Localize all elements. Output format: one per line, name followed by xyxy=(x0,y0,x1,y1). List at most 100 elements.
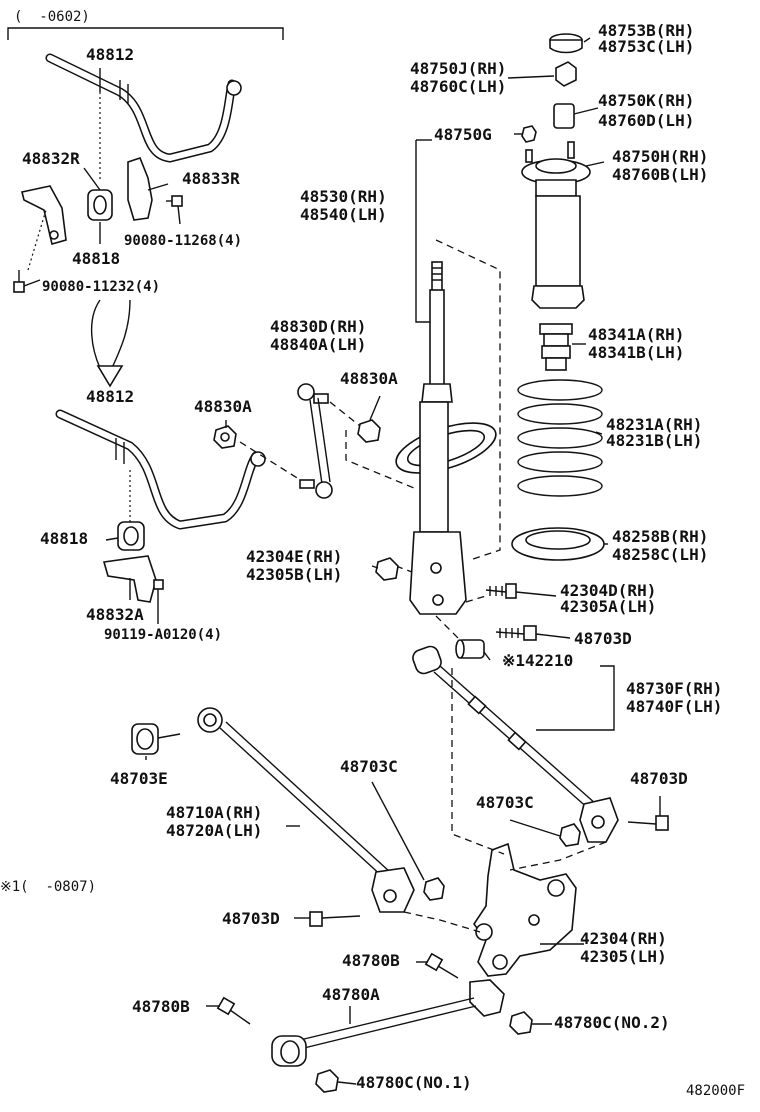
leader-48703C-mid xyxy=(371,781,425,881)
label-90119-A0120: 90119-A0120(4) xyxy=(104,627,223,643)
bracket-48833R xyxy=(127,157,153,221)
label-48703D-bottom: 48703D xyxy=(222,909,280,928)
label-142210: ※142210 xyxy=(502,651,574,670)
label-42304E: 42304E(RH) xyxy=(246,547,343,566)
label-48780C-no1: 48780C(NO.1) xyxy=(356,1073,472,1092)
bolt-48780B-left xyxy=(216,996,251,1025)
arm-48710A xyxy=(197,707,415,913)
label-leaders xyxy=(23,37,661,1085)
label-48530: 48530(RH) xyxy=(300,187,387,206)
assembly-line-toe-arm xyxy=(509,841,607,871)
bolt-48780B-mid xyxy=(424,952,459,979)
bump-stopper-48341A xyxy=(539,323,573,371)
label-48830A-left: 48830A xyxy=(194,397,252,416)
label-48703E: 48703E xyxy=(110,769,168,788)
label-48780B-mid: 48780B xyxy=(342,951,400,970)
label-48710A: 48710A(RH) xyxy=(166,803,263,822)
stabilizer-bar-lower xyxy=(55,409,266,530)
label-48703C-right: 48703C xyxy=(476,793,534,812)
leader-48530 xyxy=(415,140,430,323)
nut-48780C-no2 xyxy=(509,1011,533,1035)
bushing-48818-upper xyxy=(87,189,113,221)
figure-code: 482000F xyxy=(686,1083,746,1099)
label-48231A: 48231A(RH) xyxy=(606,415,703,434)
bolt-48703E xyxy=(131,723,181,755)
label-48830D: 48830D(RH) xyxy=(270,317,367,336)
label-48703D-right: 48703D xyxy=(630,769,688,788)
leader-bushing xyxy=(435,615,461,641)
label-48750J: 48750J(RH) xyxy=(410,59,507,78)
label-42304: 42304(RH) xyxy=(580,929,667,948)
label-48258B: 48258B(RH) xyxy=(612,527,709,546)
knuckle-42304 xyxy=(473,842,577,977)
assembly-line-right xyxy=(435,239,501,561)
label-48760C: 48760C(LH) xyxy=(410,77,507,96)
bolt-90080-11268 xyxy=(166,195,183,207)
leader-48730F xyxy=(536,665,615,731)
nut-48780C-no1 xyxy=(315,1069,339,1093)
shock-absorber-strut xyxy=(395,261,497,615)
label-48812-bottom: 48812 xyxy=(86,387,135,406)
bolt-48703D-top xyxy=(495,625,537,641)
label-48818-bottom: 48818 xyxy=(40,529,89,548)
label-42305A: 42305A(LH) xyxy=(560,597,657,616)
bushing-48818-lower xyxy=(117,521,145,551)
nut-48703C-mid xyxy=(423,877,445,901)
leader-link-lower xyxy=(239,441,311,487)
label-48840A: 48840A(LH) xyxy=(270,335,367,354)
assembly-line-link xyxy=(345,430,415,489)
cushion-48750K xyxy=(553,103,575,129)
label-48750G: 48750G xyxy=(434,125,492,144)
footnote-label: ※1( -0807) xyxy=(0,879,97,895)
label-48832A: 48832A xyxy=(86,605,144,624)
label-48703C-mid: 48703C xyxy=(340,757,398,776)
leader-bolt-upper xyxy=(27,209,47,271)
stabilizer-bar-upper xyxy=(45,53,242,163)
label-48780A: 48780A xyxy=(322,985,380,1004)
label-90080-11268: 90080-11268(4) xyxy=(124,233,243,249)
label-48818-top: 48818 xyxy=(72,249,121,268)
nut-48830A-right xyxy=(357,419,381,443)
label-48740F: 48740F(LH) xyxy=(626,697,723,716)
label-48780C-no2: 48780C(NO.2) xyxy=(554,1013,670,1032)
nut-48750G xyxy=(521,125,537,143)
label-42305: 42305(LH) xyxy=(580,947,667,966)
label-48812-top: 48812 xyxy=(86,45,135,64)
header-range-label: ( -0602) xyxy=(14,9,90,25)
assembly-line-knuckle xyxy=(451,668,505,855)
header-range-bracket xyxy=(7,27,284,40)
leader-42304D-dash xyxy=(465,595,487,603)
label-42304D: 42304D(RH) xyxy=(560,581,657,600)
label-48760B: 48760B(LH) xyxy=(612,165,709,184)
label-48780B-left: 48780B xyxy=(132,997,190,1016)
label-48750H: 48750H(RH) xyxy=(612,147,709,166)
label-48830A-right: 48830A xyxy=(340,369,398,388)
bracket-48832R xyxy=(21,185,67,245)
label-48341A: 48341A(RH) xyxy=(588,325,685,344)
label-48703D-top: 48703D xyxy=(574,629,632,648)
coil-spring-48231A xyxy=(517,379,603,497)
bolt-48703D-bottom xyxy=(309,911,361,927)
nut-48750J xyxy=(555,61,577,87)
label-48341B: 48341B(LH) xyxy=(588,343,685,362)
spring-insulator-48258B xyxy=(511,527,605,561)
label-48753B: 48753B(RH) xyxy=(598,21,695,40)
arm-48730F xyxy=(412,645,619,843)
label-48258C: 48258C(LH) xyxy=(612,545,709,564)
bushing-142210 xyxy=(455,639,485,659)
nut-48703C-right xyxy=(559,823,581,847)
assembly-line-lateral xyxy=(403,911,481,933)
arm-48780A xyxy=(271,979,505,1067)
label-48540: 48540(LH) xyxy=(300,205,387,224)
bolt-48703D-right xyxy=(627,815,669,831)
label-48832R: 48832R xyxy=(22,149,80,168)
cap-48753B xyxy=(549,33,583,54)
leader-link-upper xyxy=(329,401,361,427)
label-48720A: 48720A(LH) xyxy=(166,821,263,840)
label-48753C: 48753C(LH) xyxy=(598,37,695,56)
support-48750H xyxy=(521,141,591,197)
assembly-line-42304E xyxy=(395,565,413,573)
bolt-42304D xyxy=(485,583,517,599)
bolt-90080-11232 xyxy=(13,270,25,293)
